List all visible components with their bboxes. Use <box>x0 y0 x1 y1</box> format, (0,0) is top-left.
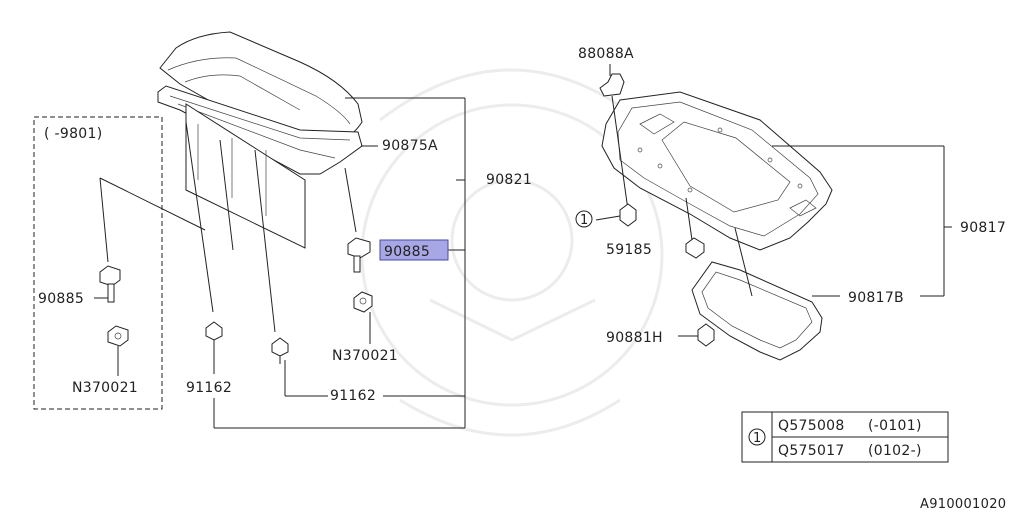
bolt-90885-mid <box>347 237 371 273</box>
clip-91162-b <box>271 337 289 364</box>
grommet-88088A <box>599 64 625 97</box>
svg-text:90817B: 90817B <box>848 290 904 306</box>
callout-ref-1[interactable]: 1 <box>575 210 593 228</box>
highlight-box <box>379 239 449 261</box>
callout-59185[interactable]: 59185 <box>606 242 652 258</box>
legend-ref-mark: 1 <box>753 431 762 446</box>
svg-text:1: 1 <box>580 213 589 228</box>
callout-90875A[interactable]: 90875A <box>382 138 438 154</box>
legend-ref-circle <box>748 428 766 446</box>
nut-N370021-mid <box>353 291 373 313</box>
svg-text:91162: 91162 <box>330 388 376 404</box>
svg-text:90885: 90885 <box>38 291 84 307</box>
callout-91162-a[interactable]: 91162 <box>186 380 232 396</box>
tray-assembly <box>595 64 952 361</box>
clip-90881H <box>697 323 715 347</box>
svg-text:59185: 59185 <box>606 242 652 258</box>
callout-90817B[interactable]: 90817B <box>848 290 904 306</box>
svg-text:90885: 90885 <box>384 244 430 260</box>
legend-table: 1 Q575008 (-0101) Q575017 (0102-) <box>741 411 949 463</box>
svg-text:90881H: 90881H <box>606 330 663 346</box>
bolt-ref-1 <box>619 203 637 227</box>
callout-N370021-mid[interactable]: N370021 <box>332 348 398 364</box>
callout-90821[interactable]: 90821 <box>486 172 532 188</box>
variant-range-label: ( -9801) <box>44 126 102 142</box>
legend-row-2-part[interactable]: Q575017 <box>778 443 845 459</box>
svg-text:N370021: N370021 <box>72 380 138 396</box>
callout-91162-b[interactable]: 91162 <box>330 388 376 404</box>
watermark-crest <box>360 68 664 437</box>
callout-88088A[interactable]: 88088A <box>578 46 634 62</box>
legend-row-1-range: (-0101) <box>868 418 922 434</box>
diagram-id: A910001020 <box>920 497 1006 512</box>
variant-box: ( -9801) <box>33 116 163 410</box>
clip-59185 <box>685 237 705 259</box>
callout-90885-left[interactable]: 90885 <box>38 291 84 307</box>
callout-N370021-left[interactable]: N370021 <box>72 380 138 396</box>
clip-91162-a <box>205 321 223 352</box>
svg-text:90875A: 90875A <box>382 138 438 154</box>
callout-90881H[interactable]: 90881H <box>606 330 663 346</box>
callout-90817[interactable]: 90817 <box>960 220 1006 236</box>
svg-text:90821: 90821 <box>486 172 532 188</box>
svg-text:91162: 91162 <box>186 380 232 396</box>
legend-row-2-range: (0102-) <box>868 443 922 459</box>
svg-text:90817: 90817 <box>960 220 1006 236</box>
bolt-90885-left <box>94 265 121 303</box>
callout-90885-highlighted[interactable]: 90885 <box>379 239 449 261</box>
nut-N370021-left <box>107 325 129 376</box>
svg-text:N370021: N370021 <box>332 348 398 364</box>
svg-text:88088A: 88088A <box>578 46 634 62</box>
legend-row-1-part[interactable]: Q575008 <box>778 418 845 434</box>
hood-scoop-assembly <box>99 31 466 429</box>
